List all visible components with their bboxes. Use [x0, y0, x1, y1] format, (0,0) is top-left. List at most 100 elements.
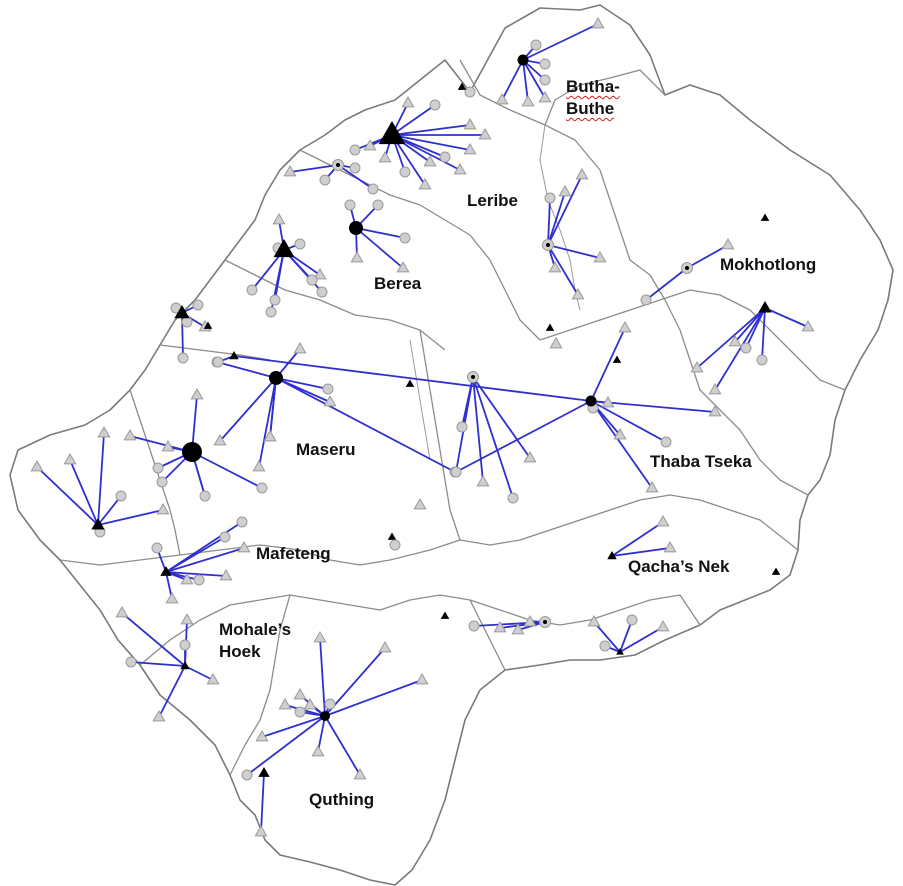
site-triangle-marker: [571, 287, 585, 300]
site-triangle-marker: [283, 164, 297, 177]
hub-triangle-marker: [387, 532, 397, 540]
district-boundary: [299, 149, 541, 341]
site-triangle-marker: [255, 729, 269, 742]
district-boundary: [469, 594, 701, 626]
site-triangle-marker: [423, 154, 437, 167]
network-link: [455, 400, 592, 473]
network-link: [260, 772, 265, 833]
hub-triangle-marker: [545, 323, 555, 331]
network-link: [547, 244, 579, 296]
backbone-link: [233, 355, 592, 402]
site-circle-marker: [193, 574, 205, 586]
site-circle-marker: [367, 183, 379, 195]
hub-triangle-marker: [174, 305, 190, 319]
site-triangle-marker: [591, 16, 605, 29]
network-link: [619, 619, 633, 653]
district-boundary: [459, 494, 799, 551]
site-triangle-marker: [601, 395, 615, 408]
site-triangle-marker: [278, 697, 292, 710]
site-circle-marker: [212, 356, 224, 368]
network-link: [165, 547, 245, 573]
district-label-quthing: Quthing: [309, 790, 375, 809]
site-triangle-marker: [219, 568, 233, 581]
site-triangle-marker: [463, 142, 477, 155]
site-circle-marker: [626, 614, 638, 626]
network-link: [219, 377, 277, 442]
site-triangle-marker: [115, 605, 129, 618]
network-link: [69, 459, 99, 526]
district-boundary: [159, 344, 271, 361]
site-triangle-marker: [313, 267, 327, 280]
network-link: [269, 377, 277, 438]
site-triangle-marker: [252, 459, 266, 472]
network-link: [611, 547, 671, 557]
network-link: [499, 621, 546, 629]
site-triangle-marker: [156, 502, 170, 515]
network-link: [611, 521, 664, 557]
network-link: [391, 134, 471, 151]
site-triangle-marker: [708, 404, 722, 417]
network-link: [734, 307, 766, 343]
network-link: [258, 377, 277, 468]
site-circle-marker: [115, 490, 127, 502]
site-triangle-marker: [476, 474, 490, 487]
site-triangle-marker: [378, 150, 392, 163]
hub-dot-marker: [471, 375, 475, 379]
site-triangle-marker: [363, 138, 377, 151]
hub-triangle-marker: [760, 213, 770, 221]
site-triangle-marker: [161, 439, 175, 452]
network-link: [501, 59, 524, 101]
site-circle-marker: [464, 86, 476, 98]
hub-triangle-marker: [258, 767, 270, 777]
river: [409, 339, 431, 461]
network-link: [275, 377, 456, 473]
hub-triangle-marker: [616, 648, 624, 655]
site-triangle-marker: [30, 459, 44, 472]
district-boundary: [229, 594, 291, 776]
network-link: [191, 451, 263, 489]
hub-triangle-marker: [612, 355, 622, 363]
district-label-butha-buthe: Butha- Buthe: [566, 77, 620, 118]
network-link: [97, 432, 105, 526]
site-triangle-marker: [801, 319, 815, 332]
hub-dot-marker: [336, 163, 340, 167]
network-link: [289, 164, 339, 173]
site-triangle-marker: [303, 697, 317, 710]
district-label-qachas-nek: Qacha’s Nek: [628, 557, 730, 576]
site-circle-marker: [344, 199, 356, 211]
site-circle-marker: [294, 238, 306, 250]
site-triangle-marker: [263, 429, 277, 442]
site-triangle-marker: [97, 425, 111, 438]
hub-dot-marker: [546, 243, 550, 247]
district-boundary: [459, 59, 666, 301]
site-triangle-marker: [323, 394, 337, 407]
site-circle-marker: [468, 620, 480, 632]
network-link: [121, 612, 186, 667]
network-link: [472, 376, 531, 459]
site-triangle-marker: [254, 824, 268, 837]
site-circle-marker: [539, 74, 551, 86]
district-boundary: [419, 329, 461, 541]
site-circle-marker: [349, 162, 361, 174]
site-triangle-marker: [415, 672, 429, 685]
hub-triangle-marker: [229, 351, 239, 360]
site-circle-marker: [256, 482, 268, 494]
hub-triangle-marker: [607, 551, 617, 560]
site-circle-marker: [372, 199, 384, 211]
site-triangle-marker: [548, 260, 562, 273]
network-link: [324, 679, 423, 717]
network-link: [590, 327, 626, 402]
site-triangle-marker: [495, 92, 509, 105]
site-triangle-marker: [180, 612, 194, 625]
site-circle-marker: [439, 151, 451, 163]
network-link: [355, 227, 406, 239]
country-outline: [9, 4, 894, 886]
network-link: [547, 174, 583, 246]
network-sites: [30, 16, 815, 837]
site-circle-marker: [756, 354, 768, 366]
network-link: [184, 665, 214, 681]
district-boundary: [544, 69, 666, 126]
site-circle-marker: [179, 639, 191, 651]
site-triangle-marker: [165, 591, 179, 604]
